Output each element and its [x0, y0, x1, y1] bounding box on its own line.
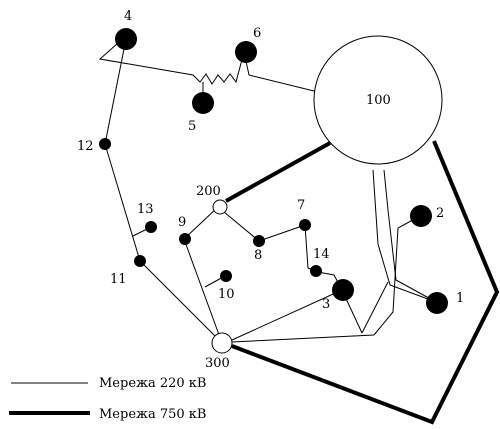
node-12: [99, 138, 111, 150]
legend-label-220: Мережа 220 кВ: [99, 376, 207, 391]
line-100-1-b: [383, 169, 437, 303]
node-100: [313, 35, 443, 165]
label-12: 12: [77, 139, 94, 154]
node-8: [253, 235, 265, 247]
line-300-bus: [231, 334, 375, 343]
line-4-loop-5-6-100: [98, 42, 319, 93]
network-220kv-lines: [98, 38, 437, 344]
line-8-7: [258, 224, 306, 242]
nodes: [99, 28, 448, 354]
line-4-12: [104, 38, 127, 145]
node-3: [332, 279, 354, 301]
label-4: 4: [124, 9, 132, 24]
label-5: 5: [188, 119, 196, 134]
node-9: [179, 233, 191, 245]
node-6: [235, 41, 257, 63]
label-7: 7: [297, 198, 305, 213]
line-12-11: [104, 143, 141, 262]
label-14: 14: [313, 247, 330, 262]
node-7: [299, 219, 311, 231]
line-11-300: [139, 260, 223, 344]
label-3: 3: [322, 297, 330, 312]
legend-label-750: Мережа 750 кВ: [99, 407, 207, 422]
node-5: [192, 92, 214, 114]
node-200: [212, 199, 228, 215]
line-750-100-300: [231, 140, 500, 425]
line-300-9: [183, 238, 223, 344]
node-2: [410, 205, 432, 227]
label-6: 6: [253, 26, 261, 41]
node-11: [134, 255, 146, 267]
label-11: 11: [110, 272, 127, 287]
line-bus-cross: [361, 281, 389, 334]
node-13: [145, 221, 157, 233]
node-300: [211, 332, 233, 354]
label-200: 200: [196, 184, 221, 199]
label-8: 8: [254, 248, 262, 263]
node-1: [426, 292, 448, 314]
label-13: 13: [137, 202, 154, 217]
line-9-200: [183, 206, 219, 240]
line-bus-2: [373, 215, 421, 336]
label-10: 10: [218, 287, 235, 302]
label-9: 9: [178, 215, 186, 230]
label-1: 1: [456, 291, 464, 306]
line-750-200-100: [225, 141, 331, 203]
node-labels: 100 200 300 1 2 3 4 5 6 7 8 9 10 11 12 1…: [77, 9, 464, 371]
label-2: 2: [436, 206, 444, 221]
node-14: [310, 265, 322, 277]
label-300: 300: [205, 356, 230, 371]
node-10: [220, 270, 232, 282]
network-750kv-lines: [225, 140, 500, 425]
legend: Мережа 220 кВ Мережа 750 кВ: [9, 376, 207, 422]
label-100: 100: [366, 93, 391, 108]
line-300-3: [231, 289, 343, 341]
node-4: [115, 28, 137, 50]
line-100-1-a: [372, 169, 437, 303]
